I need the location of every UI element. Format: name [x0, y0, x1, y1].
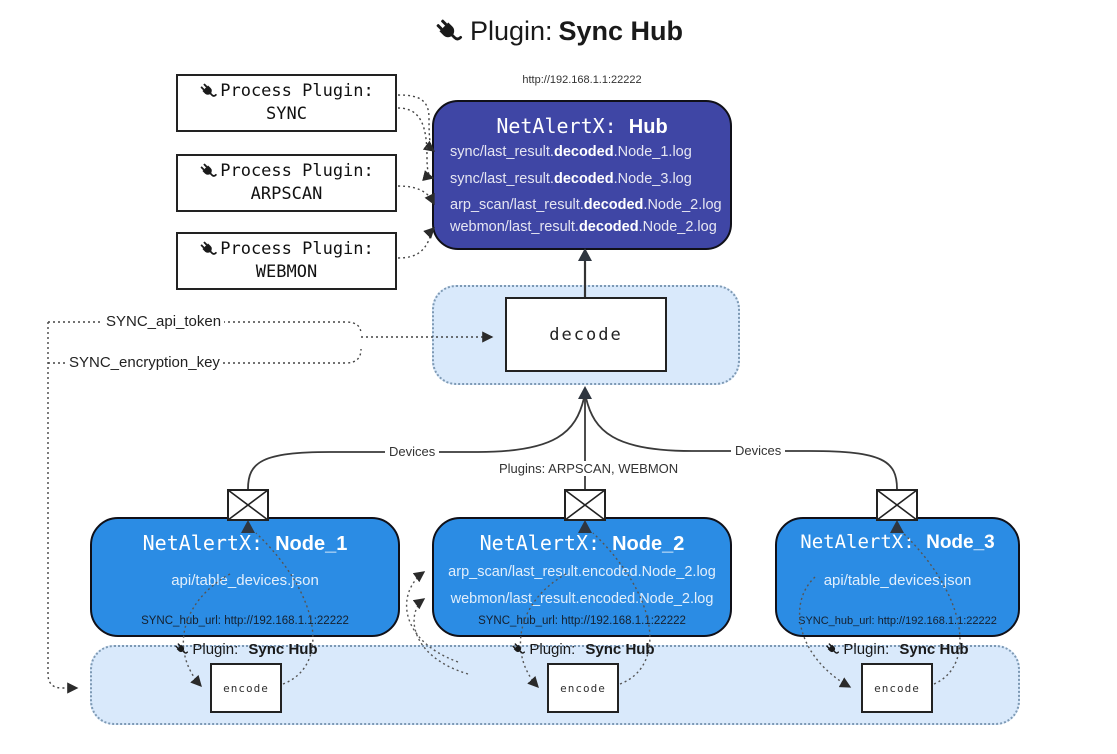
hub-file-row: webmon/last_result.decoded.Node_2.log [450, 219, 717, 235]
page-title: Plugin: Sync Hub [0, 16, 1117, 47]
edge-settings-to-band [47, 322, 79, 694]
envelope-icon [876, 489, 918, 521]
encode-box-3: encode [861, 663, 933, 713]
plug-icon [199, 162, 218, 181]
title-name: Sync Hub [558, 16, 684, 46]
encoder-label-3: Plugin: Sync Hub [822, 641, 972, 658]
edge-label-plugins: Plugins: ARPSCAN, WEBMON [495, 461, 683, 476]
hub-file-row: sync/last_result.decoded.Node_1.log [450, 144, 692, 160]
plug-icon [825, 642, 840, 657]
node-title: NetAlertX: Node_2 [479, 531, 685, 555]
hub-name: Hub [628, 116, 668, 138]
edge-webmon-to-log [397, 227, 435, 259]
node-title: NetAlertX: Node_1 [142, 531, 348, 555]
node-3-box: NetAlertX: Node_3 api/table_devices.json… [775, 517, 1020, 637]
node-title: NetAlertX: Node_3 [800, 531, 995, 553]
node-file: api/table_devices.json [171, 572, 319, 589]
edge-sync-to-node1-log [397, 94, 436, 152]
node-hub-url: SYNC_hub_url: http://192.168.1.1:22222 [798, 615, 997, 627]
edge-label-devices-left: Devices [385, 444, 440, 459]
plug-icon [174, 642, 189, 657]
plug-icon [511, 642, 526, 657]
process-plugin-name: WEBMON [255, 262, 318, 282]
process-plugin-webmon: Process Plugin: WEBMON [176, 232, 397, 290]
process-plugin-label: Process Plugin: [220, 239, 374, 260]
node-hub-url: SYNC_hub_url: http://192.168.1.1:22222 [478, 615, 686, 627]
plug-icon [199, 240, 218, 259]
title-prefix: Plugin: [469, 16, 553, 46]
node-file: arp_scan/last_result.encoded.Node_2.log [448, 564, 716, 580]
hub-url: http://192.168.1.1:22222 [522, 74, 642, 86]
hub-app-name: NetAlertX: [496, 114, 617, 138]
node-2-box: NetAlertX: Node_2 arp_scan/last_result.e… [432, 517, 732, 637]
process-plugin-sync: Process Plugin: SYNC [176, 74, 397, 132]
hub-box: NetAlertX: Hub sync/last_result.decoded.… [432, 100, 732, 250]
decode-label: decode [549, 324, 623, 345]
process-plugin-name: ARPSCAN [250, 184, 323, 204]
encode-box-2: encode [547, 663, 619, 713]
encode-box-1: encode [210, 663, 282, 713]
node-hub-url: SYNC_hub_url: http://192.168.1.1:22222 [141, 615, 349, 627]
setting-sync-api-token: SYNC_api_token [103, 313, 225, 330]
decode-box: decode [505, 297, 667, 372]
edge-sync-to-node3-log [397, 107, 435, 182]
plug-icon [434, 17, 464, 47]
hub-title: NetAlertX: Hub [434, 114, 730, 139]
node-1-box: NetAlertX: Node_1 api/table_devices.json… [90, 517, 400, 637]
process-plugin-label: Process Plugin: [220, 81, 374, 102]
envelope-icon [564, 489, 606, 521]
arrowhead-into-decode-panel [578, 386, 592, 399]
hub-file-row: arp_scan/last_result.decoded.Node_2.log [450, 197, 722, 213]
node-file: webmon/last_result.encoded.Node_2.log [450, 591, 714, 607]
edge-arpscan-to-log [397, 185, 435, 206]
edge-label-devices-right: Devices [731, 443, 786, 458]
process-plugin-name: SYNC [266, 104, 307, 124]
process-plugin-label: Process Plugin: [220, 161, 374, 182]
node-file: api/table_devices.json [823, 572, 972, 589]
process-plugin-arpscan: Process Plugin: ARPSCAN [176, 154, 397, 212]
envelope-icon [227, 489, 269, 521]
plug-icon [199, 82, 218, 101]
hub-file-row: sync/last_result.decoded.Node_3.log [450, 171, 692, 187]
encoder-label-1: Plugin: Sync Hub [171, 641, 321, 658]
encoder-label-2: Plugin: Sync Hub [508, 641, 658, 658]
setting-sync-encryption-key: SYNC_encryption_key [66, 354, 223, 371]
